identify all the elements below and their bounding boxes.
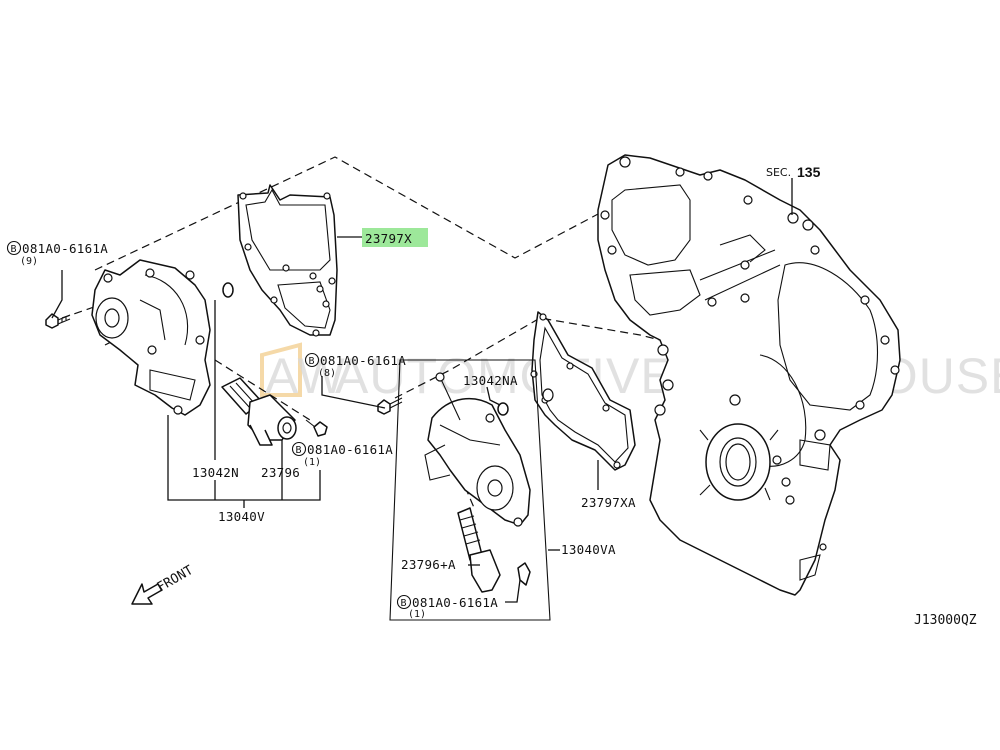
callout-valve-a[interactable]: 23796+A	[401, 557, 456, 572]
leader-assy-v-bracket	[167, 415, 321, 501]
section-prefix: SEC.	[766, 166, 791, 179]
o-ring-13042n	[222, 282, 234, 298]
bolt-symbol-icon	[304, 352, 320, 368]
bolt-symbol-icon	[6, 240, 22, 256]
valve-23796-drawing	[221, 377, 297, 446]
assy-13040va-box	[389, 359, 551, 621]
o-ring-13042na	[497, 402, 509, 416]
front-arrow-icon	[131, 583, 163, 605]
part-number: 23796	[261, 465, 300, 480]
front-label: FRONT	[155, 563, 197, 596]
section-number: 135	[797, 164, 821, 180]
timing-case-main	[597, 154, 901, 596]
part-number: 081A0-6161A	[22, 241, 108, 256]
leader-bolt-1-right	[505, 579, 521, 603]
callout-seal-n[interactable]: 13042N	[192, 465, 239, 480]
part-number: 081A0-6161A	[320, 353, 406, 368]
front-indicator: FRONT	[131, 563, 197, 605]
section-reference[interactable]: SEC. 135	[766, 164, 821, 180]
quantity: (1)	[408, 609, 426, 620]
timing-cover-right-inner	[424, 372, 531, 527]
watermark-logo-frame	[260, 342, 302, 397]
timing-cover-left	[91, 259, 211, 416]
bolt-1-left-drawing	[305, 419, 328, 437]
bolt-9-drawing	[45, 313, 71, 329]
highlight-box	[362, 228, 428, 247]
diagram-code: J13000QZ	[914, 613, 977, 628]
callout-gasket-x[interactable]: 23797X	[362, 228, 428, 247]
part-number: 081A0-6161A	[412, 595, 498, 610]
part-number: 13042N	[192, 465, 239, 480]
gasket-23797x-drawing	[237, 184, 338, 337]
part-number: 081A0-6161A	[307, 442, 393, 457]
quantity: (9)	[20, 256, 38, 267]
bolt-8-drawing	[377, 397, 403, 415]
callout-valve[interactable]: 23796	[261, 465, 300, 480]
bolt-symbol: B	[11, 244, 17, 255]
leader-seal-na	[486, 386, 501, 406]
leader-lines	[51, 178, 793, 603]
leader-bolt-8	[321, 376, 386, 409]
watermark-logo: AW	[265, 348, 346, 404]
callout-bolt-8[interactable]: B 081A0-6161A (8)	[304, 352, 407, 379]
bolt-symbol: B	[309, 356, 315, 367]
bolt-symbol-icon	[396, 594, 412, 610]
callout-assy-va[interactable]: 13040VA	[561, 542, 616, 557]
alignment-line-valve	[214, 359, 311, 421]
valve-23796a-drawing	[457, 507, 531, 593]
bolt-symbol-icon	[291, 441, 307, 457]
leader-assy-v-ticks	[214, 480, 283, 500]
callout-gasket-xa[interactable]: 23797XA	[581, 495, 636, 510]
part-number: 23796+A	[401, 557, 456, 572]
part-number: 13040V	[218, 509, 265, 524]
callout-bolt-1-left[interactable]: B 081A0-6161A (1)	[291, 441, 394, 468]
callout-assy-v[interactable]: 13040V	[218, 509, 265, 524]
callout-seal-na[interactable]: 13042NA	[463, 373, 518, 388]
leader-bolt-9	[51, 270, 63, 319]
callout-bolt-9[interactable]: B 081A0-6161A (9)	[6, 240, 109, 267]
bolt-symbol: B	[296, 445, 302, 456]
part-number: 23797XA	[581, 495, 636, 510]
case-bolt-holes	[600, 156, 900, 551]
bolt-symbol: B	[401, 598, 407, 609]
alignment-line-upper	[94, 156, 601, 271]
quantity: (8)	[318, 368, 336, 379]
quantity: (1)	[303, 457, 321, 468]
part-number: 13042NA	[463, 373, 518, 388]
alignment-line-lower	[394, 317, 661, 399]
part-number: 13040VA	[561, 542, 616, 557]
part-number: 23797X	[365, 231, 412, 246]
gasket-23797xa-drawing	[530, 311, 636, 471]
callout-bolt-1-right[interactable]: B 081A0-6161A (1)	[396, 594, 499, 620]
